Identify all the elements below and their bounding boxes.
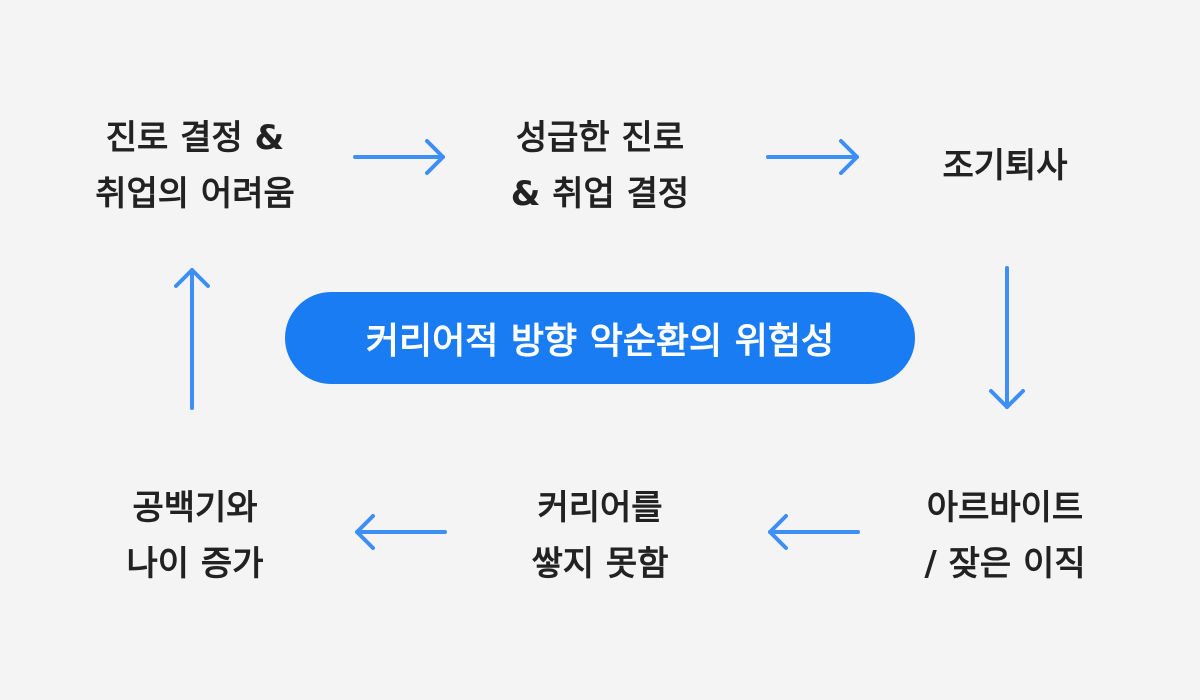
node-line: 커리어를 [537,488,663,528]
node-line: & 취업 결정 [510,174,690,214]
node-line: 나이 증가 [126,544,264,584]
arrow-down-icon [989,266,1025,409]
center-title: 커리어적 방향 악순환의 위험성 [365,321,835,362]
node-no-career-building: 커리어를 쌓지 못함 [460,480,740,592]
node-line: / 잦은 이직 [924,544,1086,584]
node-line: 공백기와 [132,488,258,528]
arrow-left-icon [768,514,860,550]
node-hasty-decision: 성급한 진로 & 취업 결정 [460,110,740,222]
arrow-right-icon [353,139,445,175]
arrow-up-icon [174,268,210,410]
node-line: 취업의 어려움 [95,174,295,214]
arrow-right-icon [766,139,859,175]
center-title-badge: 커리어적 방향 악순환의 위험성 [285,292,915,384]
node-part-time-job-hopping: 아르바이트 / 잦은 이직 [880,480,1130,592]
node-gap-and-age: 공백기와 나이 증가 [60,480,330,592]
node-line: 쌓지 못함 [531,544,669,584]
node-line: 진로 결정 & [105,118,285,158]
node-early-resignation: 조기퇴사 [880,138,1130,194]
arrow-left-icon [355,514,447,550]
node-line: 조기퇴사 [942,146,1068,186]
node-career-decision-difficulty: 진로 결정 & 취업의 어려움 [60,110,330,222]
node-line: 아르바이트 [926,488,1084,528]
node-line: 성급한 진로 [515,118,685,158]
